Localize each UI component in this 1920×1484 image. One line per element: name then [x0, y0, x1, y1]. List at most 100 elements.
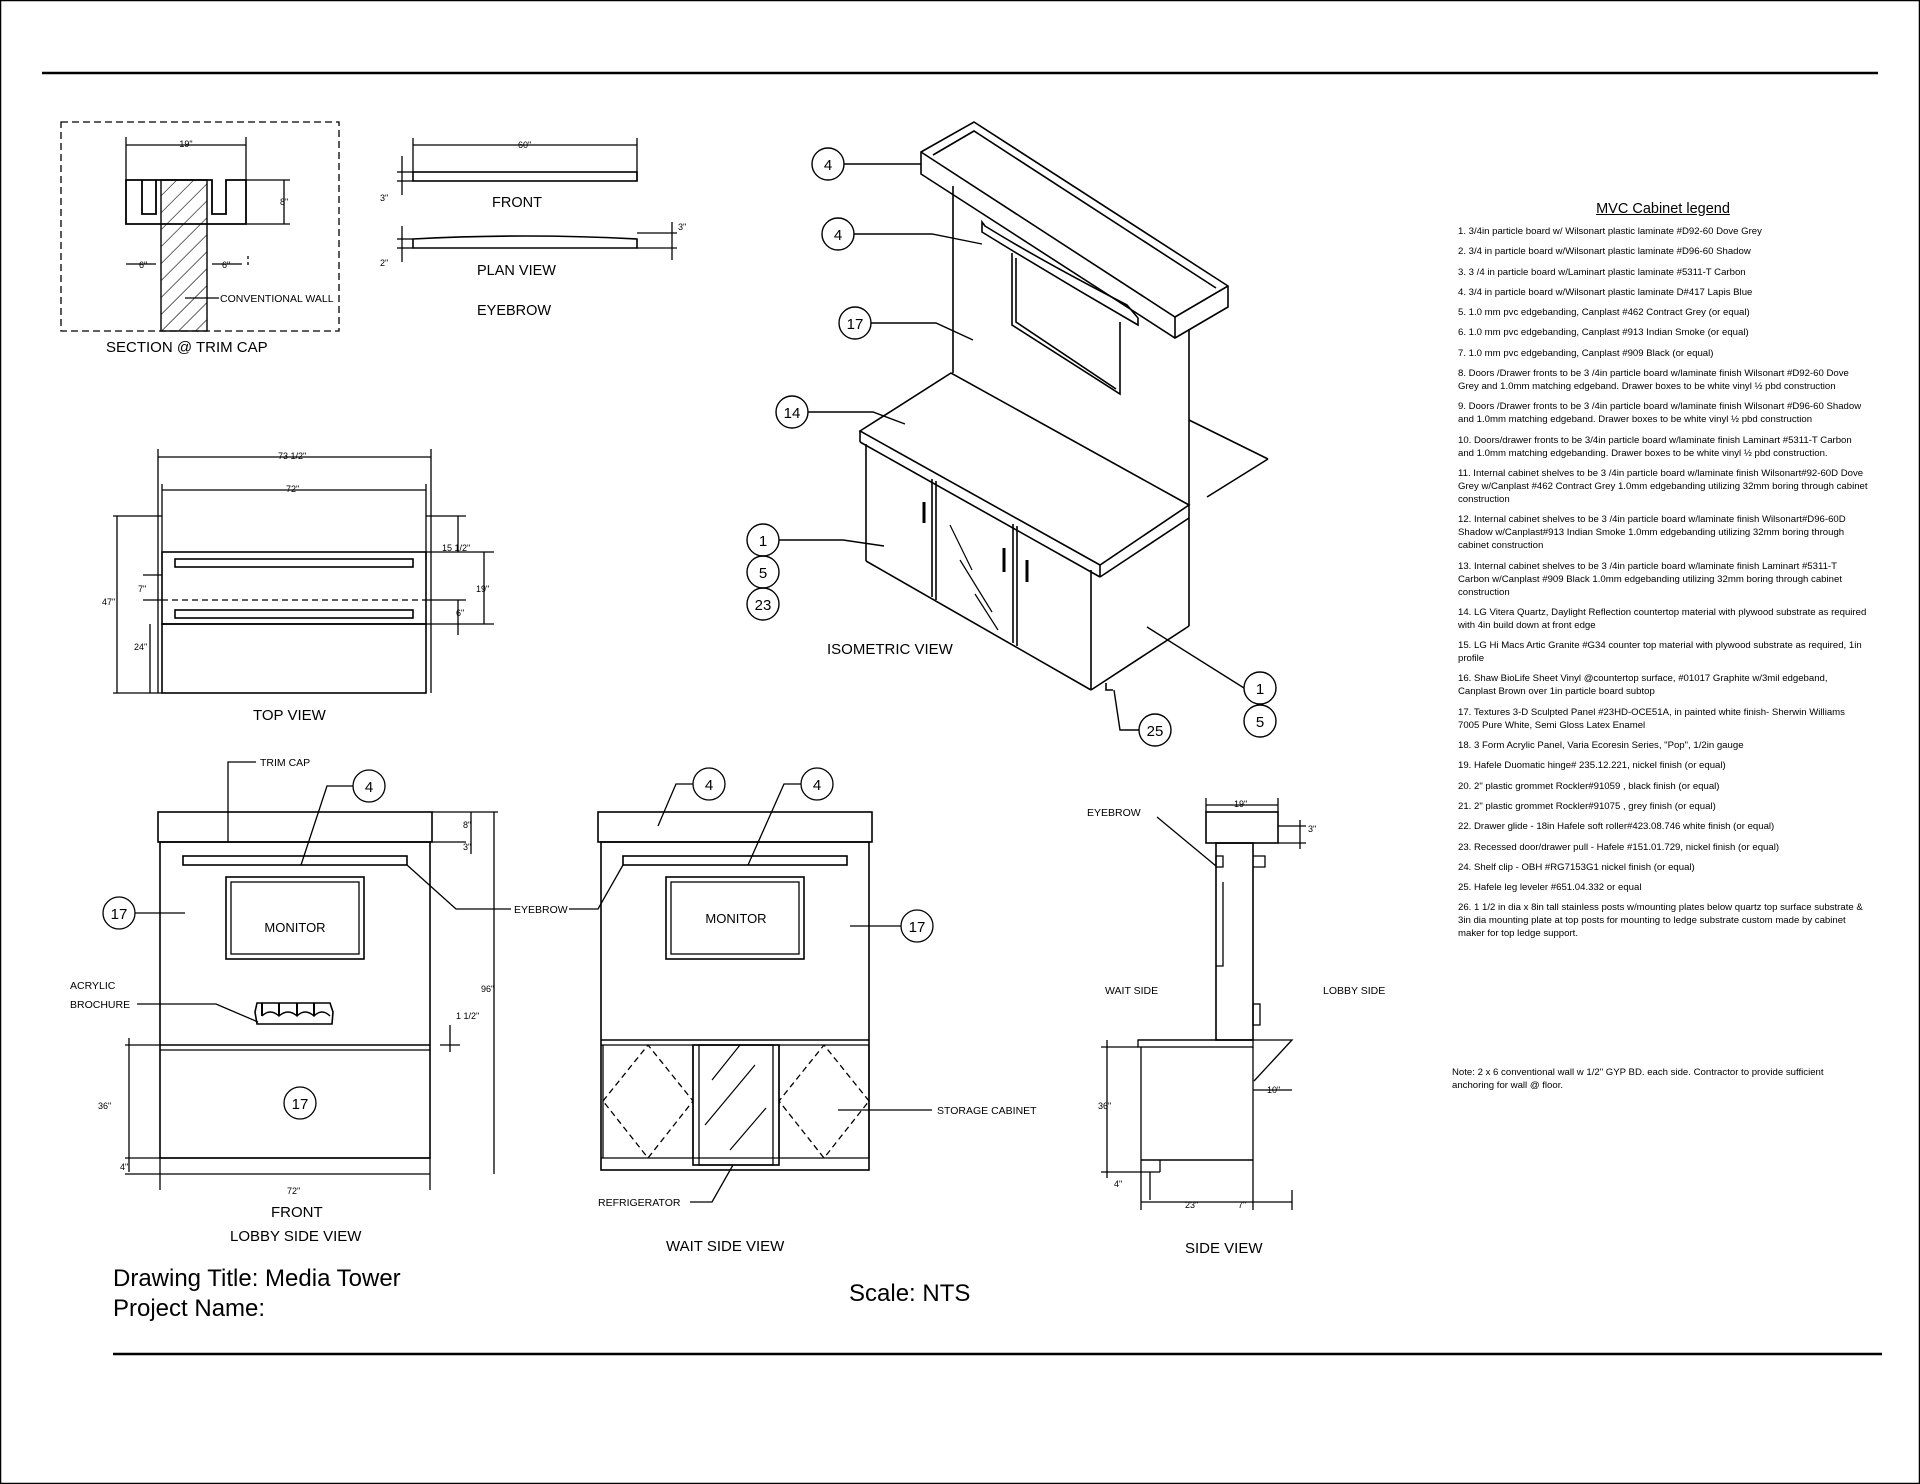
title-top-view: TOP VIEW — [253, 707, 327, 724]
dim-trim-height: 8" — [280, 197, 288, 207]
lobby-callout-17b: 17 — [292, 1096, 309, 1113]
iso-callout-17: 17 — [847, 316, 864, 333]
iso-callout-25: 25 — [1147, 723, 1164, 740]
dim-lobby-width: 72" — [287, 1186, 300, 1196]
title-isometric-view: ISOMETRIC VIEW — [827, 641, 954, 658]
label-wait-monitor: MONITOR — [705, 911, 766, 926]
dim-side-counter: 36" — [1098, 1101, 1111, 1111]
dim-lobby-base: 4" — [120, 1162, 128, 1172]
label-brochure: BROCHURE — [70, 999, 130, 1011]
legend-items: 1. 3/4in particle board w/ Wilsonart pla… — [1458, 225, 1868, 940]
dim-trim-width: 19" — [179, 139, 192, 149]
lobby-side-view: 8" 3" 96" 1 1/2" 36" 4" 72" TRIM CAP MON… — [70, 757, 498, 1245]
wait-callout-17: 17 — [909, 919, 926, 936]
legend-item: 9. Doors /Drawer fronts to be 3 /4in par… — [1458, 401, 1862, 426]
legend-item: 20. 2" plastic grommet Rockler#91059 , b… — [1458, 780, 1720, 792]
lobby-callout-4: 4 — [365, 779, 373, 796]
legend-item: 7. 1.0 mm pvc edgebanding, Canplast #909… — [1458, 347, 1714, 359]
iso-callout-1a: 1 — [759, 533, 767, 550]
dim-side-base: 4" — [1114, 1179, 1122, 1189]
label-conventional-wall: CONVENTIONAL WALL — [220, 293, 334, 305]
dim-lobby-overall-height: 96" — [481, 984, 494, 994]
dim-top-width: 72" — [286, 484, 299, 494]
iso-callout-4b: 4 — [834, 227, 842, 244]
dim-top-depth: 47" — [102, 597, 115, 607]
legend-item: 11. Internal cabinet shelves to be 3 /4i… — [1458, 467, 1868, 505]
wait-callout-4a: 4 — [705, 777, 713, 794]
title-lobby-side-view: LOBBY SIDE VIEW — [230, 1228, 362, 1245]
label-shared-eyebrow: EYEBROW — [514, 904, 568, 916]
legend-item: 25. Hafele leg leveler #651.04.332 or eq… — [1458, 882, 1642, 894]
title-eyebrow-front: FRONT — [492, 195, 542, 211]
dim-side-cap: 19" — [1234, 799, 1247, 809]
legend-item: 22. Drawer glide - 18in Hafele soft roll… — [1458, 821, 1775, 833]
legend-item: 10. Doors/drawer fronts to be 3/4in part… — [1458, 434, 1852, 459]
title-block: Drawing Title: Media Tower Project Name: — [113, 1264, 401, 1324]
scale-label: Scale: NTS — [849, 1280, 971, 1307]
legend-item: 14. LG Vitera Quartz, Daylight Reflectio… — [1458, 606, 1867, 631]
eyebrow-leader: EYEBROW — [406, 864, 624, 916]
label-wait-side: WAIT SIDE — [1105, 985, 1158, 997]
legend-item: 17. Textures 3-D Sculpted Panel #23HD-OC… — [1458, 706, 1845, 731]
cabinet-legend: MVC Cabinet legend 1. 3/4in particle boa… — [1458, 201, 1868, 948]
legend-title: MVC Cabinet legend — [1596, 201, 1730, 217]
iso-callout-5a: 5 — [759, 565, 767, 582]
iso-callout-14: 14 — [784, 405, 801, 422]
iso-callout-5b: 5 — [1256, 714, 1264, 731]
section-trim-cap-view: 19" 8" 6" 6" CONVENTIONAL WALL SECTION @… — [60, 121, 340, 356]
legend-item: 3. 3 /4 in particle board w/Laminart pla… — [1458, 266, 1746, 278]
wall-note: Note: 2 x 6 conventional wall w 1/2" GYP… — [1452, 1067, 1824, 1091]
dim-lobby-counter: 36" — [98, 1101, 111, 1111]
dim-eyebrow-plan-right: 3" — [678, 222, 686, 232]
drawing-title: Drawing Title: Media Tower — [113, 1265, 401, 1292]
dim-lobby-ledge: 1 1/2" — [456, 1011, 479, 1021]
label-trim-cap: TRIM CAP — [260, 757, 310, 769]
legend-item: 23. Recessed door/drawer pull - Hafele #… — [1458, 841, 1780, 853]
iso-callout-4a: 4 — [824, 157, 832, 174]
lobby-callout-17a: 17 — [111, 906, 128, 923]
legend-item: 18. 3 Form Acrylic Panel, Varia Ecoresin… — [1458, 740, 1744, 752]
legend-item: 15. LG Hi Macs Artic Granite #G34 counte… — [1458, 640, 1862, 665]
label-side-eyebrow: EYEBROW — [1087, 807, 1141, 819]
label-lobby-side: LOBBY SIDE — [1323, 985, 1385, 997]
dim-top-shelf: 6" — [456, 608, 464, 618]
title-wait-side-view: WAIT SIDE VIEW — [666, 1238, 785, 1255]
dim-eyebrow-front-height: 3" — [380, 193, 388, 203]
legend-item: 16. Shaw BioLife Sheet Vinyl @countertop… — [1458, 673, 1828, 698]
legend-item: 19. Hafele Duomatic hinge# 235.12.221, n… — [1458, 760, 1726, 772]
dim-trim-right: 6" — [222, 260, 230, 270]
dim-trim-left: 6" — [139, 260, 147, 270]
project-name: Project Name: — [113, 1295, 266, 1322]
dim-top-right: 19" — [476, 584, 489, 594]
legend-item: 12. Internal cabinet shelves to be 3 /4i… — [1458, 514, 1846, 552]
label-lobby-monitor: MONITOR — [264, 920, 325, 935]
dim-side-eyebrow: 3" — [1308, 824, 1316, 834]
dim-top-overall: 73 1/2" — [278, 451, 306, 461]
title-eyebrow: EYEBROW — [477, 303, 551, 319]
legend-item: 13. Internal cabinet shelves to be 3 /4i… — [1458, 560, 1842, 598]
legend-item: 6. 1.0 mm pvc edgebanding, Canplast #913… — [1458, 327, 1749, 339]
label-acrylic: ACRYLIC — [70, 980, 116, 992]
eyebrow-views: 60" 3" FRONT 2" 3" PLAN VIEW EYEBROW — [380, 138, 686, 319]
dim-top-base: 24" — [134, 642, 147, 652]
title-side-view: SIDE VIEW — [1185, 1240, 1263, 1257]
dim-lobby-cap: 8" — [463, 820, 471, 830]
iso-callout-23: 23 — [755, 597, 772, 614]
wait-side-view: STORAGE CABINET REFRIGERATOR MONITOR 4 4… — [597, 767, 1037, 1255]
legend-item: 26. 1 1/2 in dia x 8in tall stainless po… — [1458, 902, 1863, 940]
legend-item: 21. 2" plastic grommet Rockler#91075 , g… — [1458, 800, 1716, 812]
dim-top-cap: 15 1/2" — [442, 543, 470, 553]
title-section-trim-cap: SECTION @ TRIM CAP — [106, 339, 268, 356]
dim-lobby-eyebrow: 3" — [463, 842, 471, 852]
legend-item: 8. Doors /Drawer fronts to be 3 /4in par… — [1458, 368, 1849, 393]
dim-side-overhang: 7" — [1238, 1200, 1246, 1210]
side-view: EYEBROW WAIT SIDE LOBBY SIDE 19" 3" 10" … — [1087, 798, 1385, 1257]
iso-callout-1b: 1 — [1256, 681, 1264, 698]
title-lobby-front: FRONT — [271, 1204, 323, 1221]
dim-top-gap: 7" — [138, 584, 146, 594]
label-storage-cabinet: STORAGE CABINET — [937, 1105, 1037, 1117]
dim-eyebrow-length: 60" — [518, 140, 531, 150]
legend-item: 24. Shelf clip - OBH #RG7153G1 nickel fi… — [1458, 861, 1695, 873]
dim-eyebrow-plan-left: 2" — [380, 258, 388, 268]
